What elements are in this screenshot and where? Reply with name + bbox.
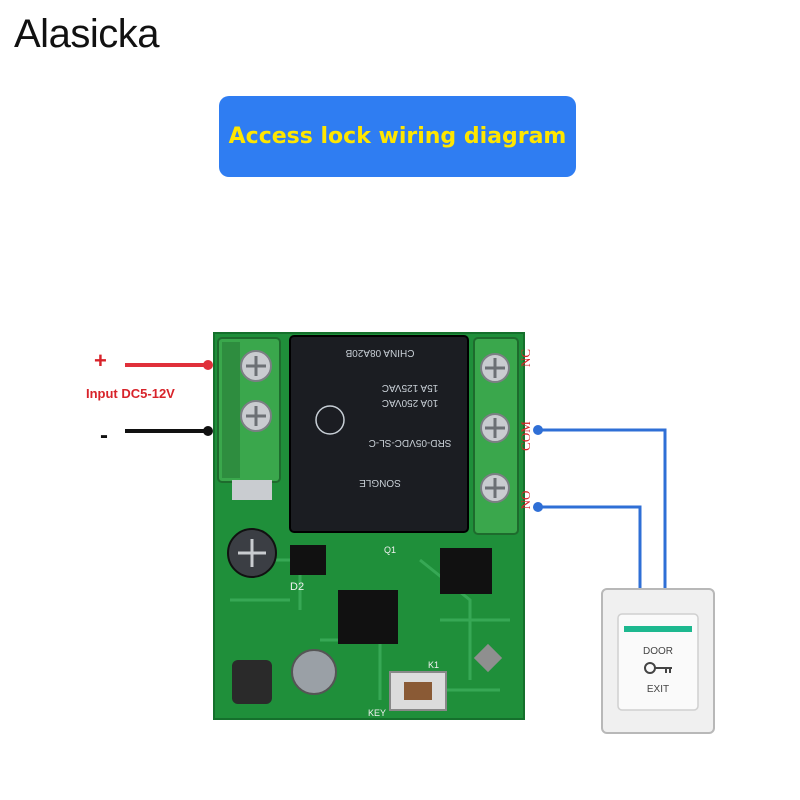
relay-text-3: 15A 125VAC [382,382,439,393]
input-voltage-label: Input DC5-12V [86,386,175,401]
crystal-component [473,643,503,673]
ic-chip-2 [440,548,492,594]
no-wire-end [533,502,543,512]
terminal-label-com: COM [518,421,533,451]
diagram-title: Access lock wiring diagram [228,124,567,149]
exit-label: EXIT [647,684,669,695]
electrolytic-capacitor [227,528,277,578]
smd-component [232,480,272,500]
positive-symbol: + [94,348,107,373]
board-mark-q1: Q1 [384,545,396,555]
door-exit-button: DOOR EXIT [601,588,715,734]
terminal-label-no: NO [518,491,533,510]
relay-text-5: SONGLE [359,477,401,488]
output-terminal-block [473,337,519,535]
transistor-component [290,545,326,575]
com-wire [538,428,667,592]
positive-wire-end [203,360,213,370]
negative-symbol: - [100,422,108,449]
negative-wire-end [203,426,213,436]
diagram-title-banner: Access lock wiring diagram [219,96,576,177]
relay-component: CHINA 08A20B 10A 250VAC 15A 125VAC SRD-0… [289,335,469,533]
com-wire-end [533,425,543,435]
key-icon [644,662,672,674]
no-wire [538,505,642,592]
inductor-component [291,649,337,695]
board-mark-key: KEY [368,708,386,718]
board-mark-d2: D2 [290,581,304,593]
door-label: DOOR [643,646,673,657]
relay-text-4: SRD-05VDC-SL-C [369,437,452,448]
input-terminal-block [217,337,281,483]
relay-logo-icon [315,405,345,435]
relay-board: CHINA 08A20B 10A 250VAC 15A 125VAC SRD-0… [213,332,525,720]
relay-text-1: CHINA 08A20B [345,347,414,358]
coil-component [232,660,272,704]
ic-chip-1 [338,590,398,644]
board-mark-k1: K1 [428,660,439,670]
brand-logo-text: Alasicka [14,12,159,56]
key-cap [404,682,432,700]
terminal-label-nc: NC [518,349,533,367]
relay-text-2: 10A 250VAC [382,397,439,408]
